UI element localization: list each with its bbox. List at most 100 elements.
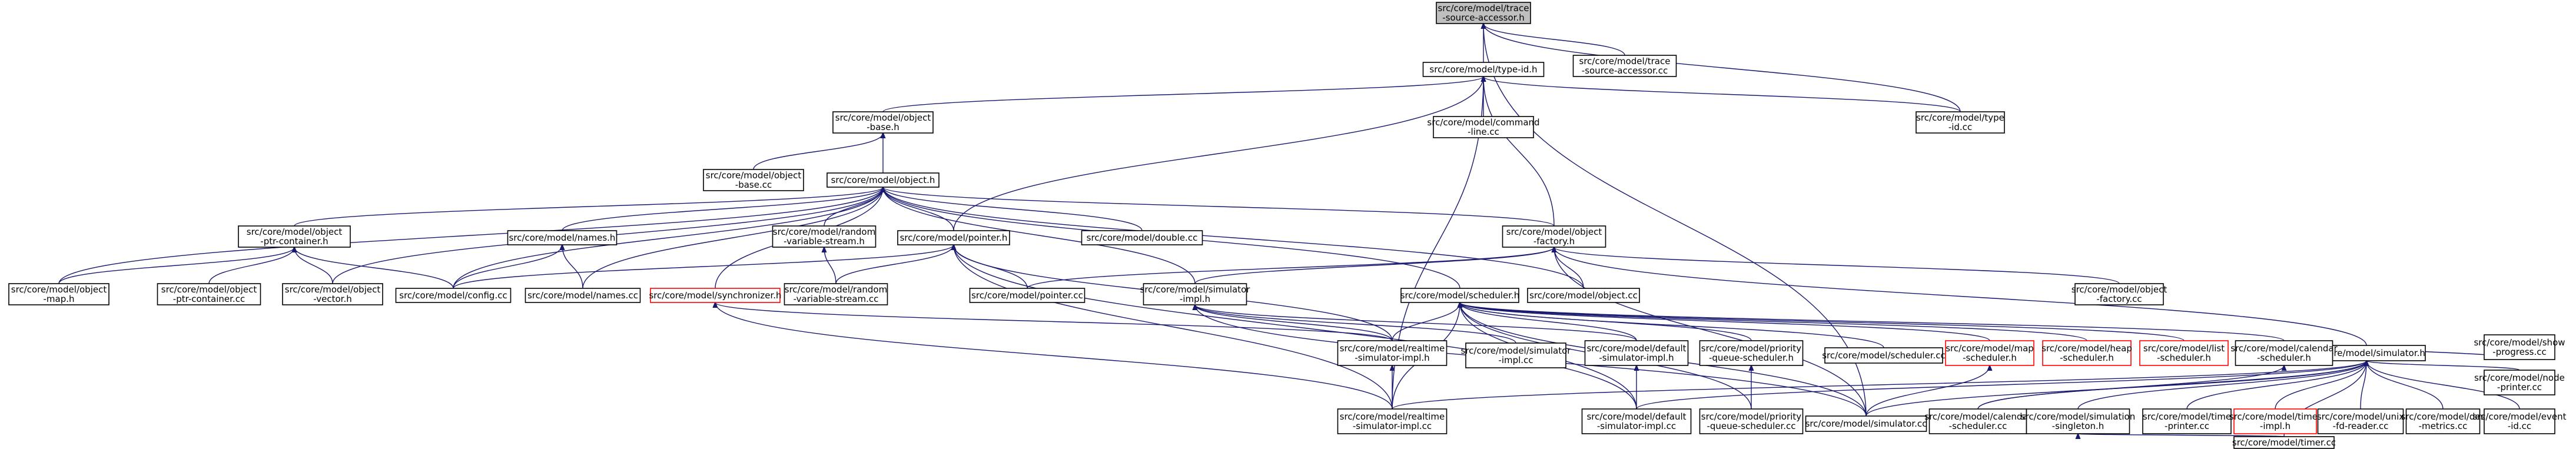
node-src-core-model-object-factory-cc[interactable]: src/core/model/object-factory.cc [2072,283,2167,305]
node-src-core-model-timer-impl-h[interactable]: src/core/model/timer-impl.h [2229,408,2322,434]
node-src-core-model-names-h[interactable]: src/core/model/names.h [507,230,618,245]
node-src-core-model-calendar-scheduler-cc[interactable]: src/core/model/calendar-scheduler.cc [1924,408,2032,434]
node-box [969,288,1085,303]
node-label: src/core/model/scheduler.h [1400,290,1520,301]
node-label: -printer.cc [2165,421,2209,431]
node-label: src/core/model/object [285,284,381,295]
node-src-core-model-calendar-scheduler-h[interactable]: src/core/model/calendar-scheduler.h [2230,340,2338,366]
node-label: src/core/model/names.cc [527,290,638,301]
node-label: src/core/model/calendar [1924,411,2031,422]
edge-pointer-h-to-rvs-cc [835,245,954,284]
node-label: src/core/model/simulation [2021,411,2135,422]
edge-names-h-to-config-cc [453,245,562,289]
edge-object-h-to-config-cc [453,187,883,289]
node-src-core-model-list-scheduler-h[interactable]: src/core/model/list-scheduler.h [2139,340,2229,366]
node-src-core-model-object-cc[interactable]: src/core/model/object.cc [1527,288,1640,303]
edge-pointer-h-to-rtsim-cc [954,245,1393,410]
node-label: src/core/model/object [2072,284,2167,295]
node-src-core-model-object-map-h[interactable]: src/core/model/object-map.h [8,283,109,305]
node-box [1337,408,1448,434]
edge-simulator-h-to-timeprinter-cc [2186,361,2366,410]
node-src-core-model-object-base-h[interactable]: src/core/model/object-base.h [832,111,934,134]
node-src-core-model-default-simulator-impl-cc[interactable]: src/core/model/default-simulator-impl.cc [1581,408,1692,434]
node-src-core-model-heap-scheduler-h[interactable]: src/core/model/heap-scheduler.h [2041,340,2132,366]
node-src-core-model-time-printer-cc[interactable]: src/core/model/time-printer.cc [2142,408,2232,434]
node-box [1916,111,2005,134]
edge-factory-h-to-factory-cc [1554,247,2120,284]
node-label: src/core/model/double.cc [1087,232,1198,243]
node-src-core-model-priority-queue-scheduler-cc[interactable]: src/core/model/priority-queue-scheduler.… [1699,408,1804,434]
edge-simulator-h-to-eventid-cc [2366,361,2520,410]
node-box [1572,55,1677,77]
node-src-core-model-pointer-cc[interactable]: src/core/model/pointer.cc [969,288,1085,303]
node-src-core-model-unix-fd-reader-cc[interactable]: src/core/model/unix-fd-reader.cc [2317,408,2404,434]
node-src-core-model-random-variable-stream-cc[interactable]: src/core/model/random-variable-stream.cc [784,283,888,305]
node-label: src/core/model/timer.cc [2232,437,2336,448]
node-src-core-model-double-cc[interactable]: src/core/model/double.cc [1081,230,1203,245]
node-src-core-model-command-line-cc[interactable]: src/core/model/command-line.cc [1427,116,1540,138]
node-src-core-model-random-variable-stream-h[interactable]: src/core/model/random-variable-stream.h [772,225,877,248]
node-label: src/core/model/unix [2317,411,2404,422]
node-src-core-model-pointer-h[interactable]: src/core/model/pointer.h [897,230,1010,245]
edge-simulator-h-to-calsch-cc [1977,361,2366,410]
node-label: -simulator-impl.h [1355,352,1429,363]
node-src-core-model-simulator-cc[interactable]: src/core/model/simulator.cc [1805,415,1927,432]
node-label: -impl.h [1180,294,1210,304]
node-src-core-model-simulator-impl-cc[interactable]: src/core/model/simulator-impl.cc [1461,342,1572,368]
node-src-core-model-config-cc[interactable]: src/core/model/config.cc [395,288,512,303]
node-label: -impl.cc [1498,355,1533,365]
node-src-core-model-priority-queue-scheduler-h[interactable]: src/core/model/priority-queue-scheduler.… [1699,340,1804,366]
node-src-core-model-scheduler-cc[interactable]: src/core/model/scheduler.cc [1822,347,1946,364]
node-box [1143,283,1247,305]
node-label: -id.cc [2508,421,2531,431]
node-src-core-model-trace-source-accessor-cc[interactable]: src/core/model/trace-source-accessor.cc [1572,55,1677,77]
node-label: -base.cc [735,179,772,190]
node-src-core-model-des-metrics-cc[interactable]: src/core/model/des-metrics.cc [2401,408,2485,434]
node-src-core-model-simulation-singleton-h[interactable]: src/core/model/simulation-singleton.h [2021,408,2135,434]
node-src-core-model-default-simulator-impl-h[interactable]: src/core/model/default-simulator-impl.h [1584,340,1689,366]
node-label: -ptr-container.h [260,236,328,247]
edge-scheduler-h-to-heapsch-h [1460,302,2087,341]
node-label: src/core/model/time [2143,411,2231,422]
node-src-core-model-object-ptr-container-h[interactable]: src/core/model/object-ptr-container.h [238,225,351,248]
file-nodes: src/core/model/trace-source-accessor.hsr… [8,2,2567,449]
node-label: -scheduler.h [2257,352,2311,363]
node-label: -factory.h [1533,236,1575,247]
node-label: src/core/model/object.cc [1529,290,1638,301]
node-src-core-model-type-id-cc[interactable]: src/core/model/type-id.cc [1916,111,2005,134]
node-src-core-model-simulator-impl-h[interactable]: src/core/model/simulator-impl.h [1140,283,1251,305]
node-src-core-model-names-cc[interactable]: src/core/model/names.cc [525,288,641,303]
node-box [1527,288,1640,303]
node-src-core-model-realtime-simulator-impl-h[interactable]: src/core/model/realtime-simulator-impl.h [1337,340,1448,366]
node-src-core-model-scheduler-h[interactable]: src/core/model/scheduler.h [1400,288,1520,303]
edge-object-h-to-names-cc [582,187,883,289]
node-label: src/core/model/object [247,227,343,237]
node-src-core-model-node-printer-cc[interactable]: src/core/model/node-printer.cc [2474,370,2565,395]
node-label: src/core/model/simulator.h [2308,348,2425,358]
node-src-core-model-map-scheduler-h[interactable]: src/core/model/map-scheduler.h [1945,340,2034,366]
node-box [1400,288,1519,303]
node-src-core-model-object-ptr-container-cc[interactable]: src/core/model/object-ptr-container.cc [157,283,261,305]
edge-typeid-h-to-typeid-cc [1483,77,1961,112]
edge-simulator-h-to-nodeprinter-cc [2366,361,2520,371]
node-box [1465,342,1566,368]
node-box [1699,340,1804,366]
node-src-core-model-object-h[interactable]: src/core/model/object.h [826,172,940,188]
node-src-core-model-show-progress-cc[interactable]: src/core/model/show-progress.cc [2474,334,2565,360]
node-src-core-model-realtime-simulator-impl-cc[interactable]: src/core/model/realtime-simulator-impl.c… [1337,408,1448,434]
edge-factory-h-to-pointer-cc [1027,247,1554,289]
edge-names-h-to-names-cc [562,245,583,289]
node-src-core-model-object-factory-h[interactable]: src/core/model/object-factory.h [1502,225,1606,248]
edge-factory-h-to-simimpl-h [1194,247,1554,284]
node-src-core-model-object-base-cc[interactable]: src/core/model/object-base.cc [703,169,804,191]
node-src-core-model-timer-cc[interactable]: src/core/model/timer.cc [2232,436,2336,449]
node-src-core-model-event-id-cc[interactable]: src/core/model/event-id.cc [2473,408,2567,434]
edge-object-h-to-simimpl-h [883,187,1196,284]
node-box [1081,230,1203,245]
node-src-core-model-synchronizer-h[interactable]: src/core/model/synchronizer.h [649,288,782,303]
node-box [772,225,877,248]
node-src-core-model-type-id-h[interactable]: src/core/model/type-id.h [1422,62,1545,77]
node-label: src/core/model/priority [1701,343,1802,354]
node-src-core-model-object-vector-h[interactable]: src/core/model/object-vector.h [282,283,383,305]
